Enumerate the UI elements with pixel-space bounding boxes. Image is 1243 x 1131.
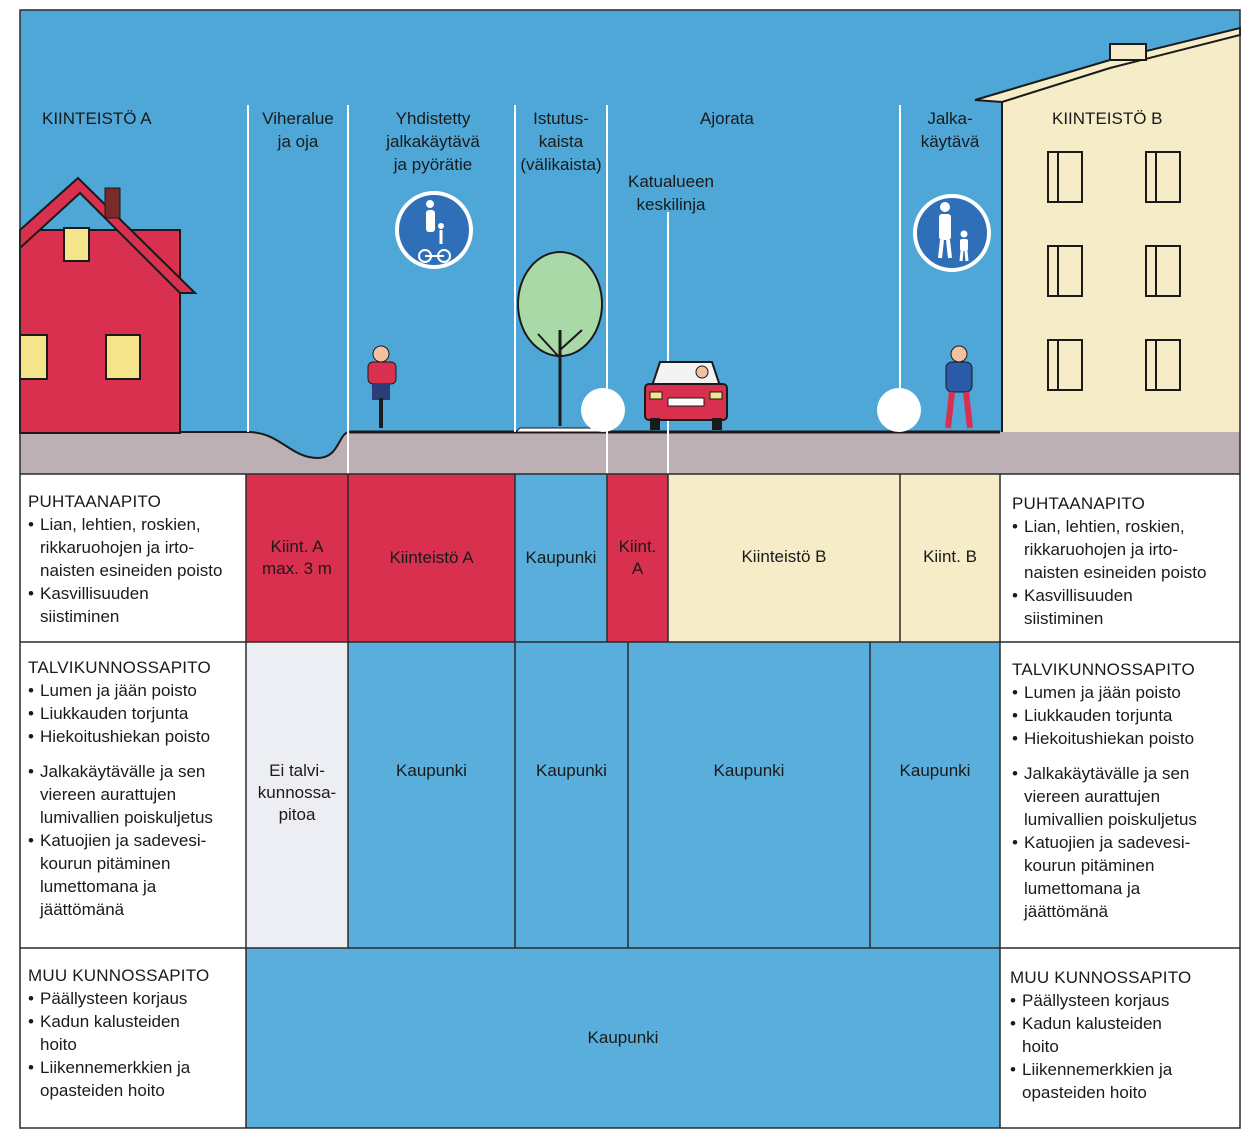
cell-puhtaanapito-keskikaista: Kiint.A (618, 537, 657, 578)
bullet: Lian, lehtien, roskien,rikkaruohojen ja … (28, 513, 244, 582)
bullet: Lian, lehtien, roskien,rikkaruohojen ja … (1012, 515, 1238, 584)
zone-dividers (247, 105, 901, 432)
bullet: Liukkauden torjunta (28, 702, 244, 725)
bullet: Lumen ja jään poisto (28, 679, 244, 702)
bullet: Katuojien ja sadevesi-kourun pitäminenlu… (28, 829, 244, 921)
row-muu-desc-left: MUU KUNNOSSAPITO Päällysteen korjaus Kad… (28, 964, 244, 1102)
row-heading: MUU KUNNOSSAPITO (28, 966, 210, 985)
cell-talvi-ajorata: Kaupunki (713, 761, 785, 780)
house-a (19, 176, 198, 434)
row-muu-desc-right: MUU KUNNOSSAPITO Päällysteen korjaus Kad… (1010, 966, 1238, 1104)
row-heading: MUU KUNNOSSAPITO (1010, 968, 1192, 987)
row-heading: TALVIKUNNOSSAPITO (1012, 660, 1195, 679)
cyclist (367, 345, 397, 428)
bullet: Liukkauden torjunta (1012, 704, 1238, 727)
label-kiinteisto-b: KIINTEISTÖ B (1052, 109, 1163, 128)
house-a-window (19, 334, 48, 380)
pedestrian (945, 345, 973, 429)
cell-puhtaanapito-ajorata: Kiinteistö B (741, 547, 827, 566)
house-b-chimney (1109, 43, 1147, 61)
house-b (974, 26, 1241, 432)
label-istutuskaista: Istutus-kaista(välikaista) (520, 109, 602, 174)
car (644, 361, 728, 430)
row-puhtaanapito-desc-left: PUHTAANAPITO Lian, lehtien, roskien,rikk… (28, 490, 244, 628)
row-heading: TALVIKUNNOSSAPITO (28, 658, 211, 677)
bullet: Katuojien ja sadevesi-kourun pitäminenlu… (1012, 831, 1238, 923)
label-ajorata: Ajorata (700, 109, 754, 128)
row-talvi-desc-left: TALVIKUNNOSSAPITO Lumen ja jään poisto L… (28, 656, 244, 921)
snow-pile (581, 388, 625, 432)
house-a-window (105, 334, 141, 380)
cell-puhtaanapito-jalkakaytava: Kiint. B (923, 547, 977, 566)
cell-muu-kaupunki: Kaupunki (587, 1028, 659, 1047)
row-puhtaanapito-desc-right: PUHTAANAPITO Lian, lehtien, roskien,rikk… (1012, 492, 1238, 630)
cell-talvi-istutuskaista: Kaupunki (536, 761, 607, 780)
row-heading: PUHTAANAPITO (28, 492, 162, 511)
house-a-window (63, 227, 90, 262)
ditch (248, 432, 350, 458)
label-kiinteisto-a: KIINTEISTÖ A (42, 109, 152, 128)
label-jalkakaytava: Jalka-käytävä (920, 109, 980, 151)
house-a-chimney (104, 187, 121, 219)
bullet: Lumen ja jään poisto (1012, 681, 1238, 704)
snow-pile (877, 388, 921, 432)
bullet: Päällysteen korjaus (28, 987, 244, 1010)
cell-talvi-viheralue: Ei talvi-kunnossa-pitoa (257, 761, 337, 824)
bullet: Hiekoitushiekan poisto (1012, 727, 1238, 750)
row-talvi-desc-right: TALVIKUNNOSSAPITO Lumen ja jään poisto L… (1012, 658, 1238, 923)
house-b-body (1002, 28, 1240, 432)
cell-puhtaanapito-istutuskaista: Kaupunki (525, 548, 597, 567)
sign-pedestrian (913, 194, 991, 272)
bullet: Päällysteen korjaus (1010, 989, 1238, 1012)
sign-bike-and-pedestrian (395, 191, 473, 269)
tree (514, 251, 606, 433)
cell-talvi-jalkakaytava: Kaupunki (899, 761, 971, 780)
house-b-windows (1047, 151, 1181, 391)
cell-puhtaanapito-yhdistetty: Kiinteistö A (389, 548, 474, 567)
row-heading: PUHTAANAPITO (1012, 494, 1146, 513)
ground-band (20, 432, 1240, 474)
ditch-line (247, 431, 351, 460)
bullet: Hiekoitushiekan poisto (28, 725, 244, 748)
cell-talvi-yhdistetty: Kaupunki (396, 761, 467, 780)
